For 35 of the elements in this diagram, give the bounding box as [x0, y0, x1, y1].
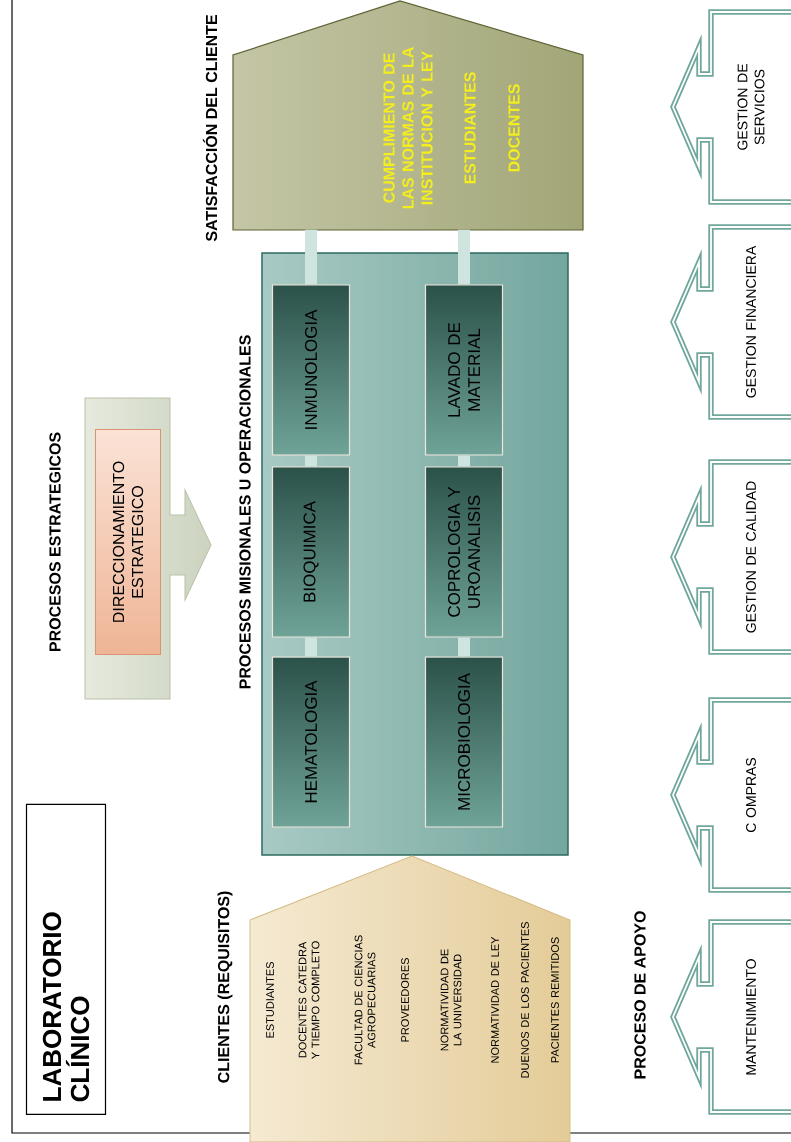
process-box: MICROBIOLOGIA: [424, 656, 504, 828]
list-item: NORMATIVIDAD DE LEY: [491, 936, 499, 1063]
connector-wedge: [305, 455, 317, 467]
connector-wedge: [305, 637, 317, 657]
banner-text: CUMPLIMIENTO DE LAS NORMAS DE LA INSTITUCION Y LEY: [383, 47, 433, 209]
process-box: LAVADO DE MATERIAL: [424, 284, 504, 456]
connector-wedge: [305, 229, 317, 285]
list-item: ESTUDIANTES: [266, 962, 274, 1038]
process-box: HEMATOLOGIA: [271, 656, 351, 828]
list-item: DOCENTES CATEDRA Y TIEMPO COMPLETO: [298, 941, 320, 1059]
connector-wedge: [458, 637, 470, 657]
list-item: DUENOS DE LOS PACIENTES: [521, 922, 529, 1078]
arrow-box: C OMPRAS: [670, 697, 791, 893]
list-item: PROVEEDORES: [401, 958, 409, 1042]
section-heading: CLIENTES (REQUISITOS): [217, 891, 233, 1083]
section-heading: SATISFACCIÓN DEL CLIENTE: [202, 15, 218, 242]
banner-text: ESTUDIANTES: [464, 72, 476, 184]
connector-wedge: [458, 229, 470, 285]
arrow-box: GESTION FINANCIERA: [670, 224, 791, 420]
banner-text: DOCENTES: [508, 84, 520, 172]
process-box: INMUNOLOGIA: [271, 284, 351, 456]
list-item: NORMATIVIDAD DE LA UNIVERSIDAD: [440, 949, 462, 1051]
connector-wedge: [458, 455, 470, 467]
arrow-box: MANTENIMIENTO: [670, 919, 791, 1115]
process-box: COPROLOGIA Y UROANALISIS: [424, 466, 504, 638]
process-box: DIRECCIONAMIENTO ESTRATEGICO: [95, 429, 161, 655]
title-box: LABORATORIO CLÍNICO: [25, 803, 107, 1115]
section-heading: PROCESO DE APOYO: [634, 911, 646, 1079]
process-box: BIOQUIMICA: [271, 466, 351, 638]
section-heading: PROCESOS MISIONALES U OPERACIONALES: [239, 335, 251, 689]
arrow-box: GESTION DE SERVICIOS: [670, 9, 791, 205]
list-item: PACIENTES REMITIDOS: [551, 937, 559, 1063]
section-heading: PROCESOS ESTRATEGICOS: [49, 432, 61, 651]
list-item: FACULTAD DE CIENCIAS AGROPECUARIAS: [354, 935, 376, 1065]
arrow-box: GESTION DE CALIDAD: [670, 459, 791, 655]
